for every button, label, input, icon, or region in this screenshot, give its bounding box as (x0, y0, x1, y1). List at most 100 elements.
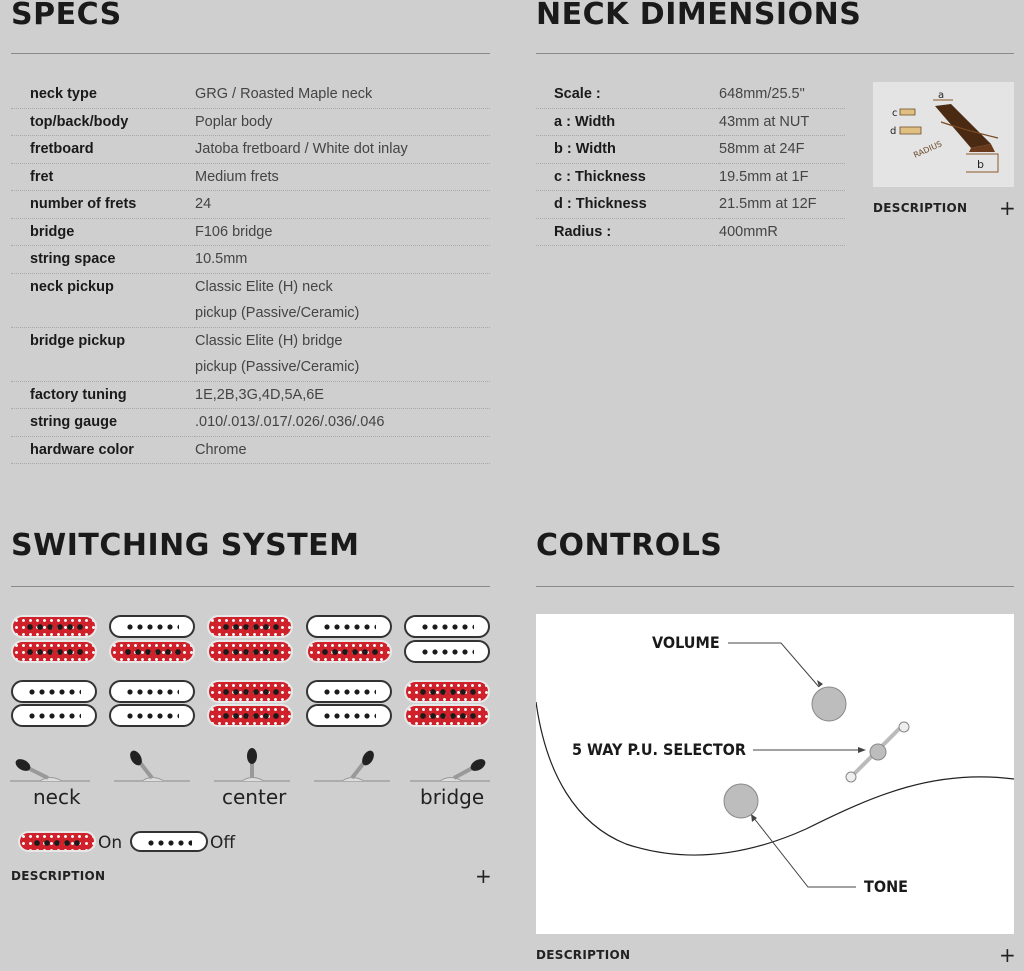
spec-value: Medium frets (195, 163, 490, 191)
volume-label: VOLUME (652, 633, 720, 652)
spec-key: bridge pickup (11, 327, 195, 382)
controls-description-label[interactable]: DESCRIPTION (536, 948, 631, 962)
tone-leader (752, 816, 856, 888)
switching-description-label[interactable]: DESCRIPTION (11, 869, 106, 883)
specs-title: SPECS (11, 0, 122, 32)
pickup-coil (207, 640, 293, 663)
legend-on-label: On (98, 833, 123, 853)
spec-value-line: Classic Elite (H) neck (195, 278, 333, 295)
neck-dimensions-title: NECK DIMENSIONS (536, 0, 862, 32)
controls-expand-icon[interactable]: + (999, 943, 1016, 967)
controls-title: CONTROLS (536, 528, 723, 563)
lever-position-3 (214, 748, 290, 782)
pickup-coil (207, 615, 293, 638)
spec-value: Chrome (195, 436, 490, 464)
neck-row: Scale :648mm/25.5" (536, 81, 845, 109)
pickup-coil (11, 615, 97, 638)
switching-expand-icon[interactable]: + (475, 864, 492, 888)
pickup-coil (404, 615, 490, 638)
pickup-coil (306, 615, 392, 638)
selector-label: 5 WAY P.U. SELECTOR (572, 740, 746, 759)
neck-expand-icon[interactable]: + (999, 196, 1016, 220)
neck-key: c : Thickness (536, 163, 719, 191)
pickup-coil (306, 640, 392, 663)
spec-key: number of frets (11, 190, 195, 219)
neck-dimensions-divider (536, 53, 1014, 54)
pickup-coil (11, 680, 97, 703)
spec-row: string gauge.010/.013/.017/.026/.036/.04… (11, 408, 490, 437)
neck-value: 19.5mm at 1F (719, 163, 845, 191)
lever-position-5 (410, 759, 490, 782)
spec-key: neck pickup (11, 273, 195, 328)
spec-value-line: pickup (Passive/Ceramic) (195, 305, 360, 321)
neck-diagram-thumbnail[interactable]: RADIUS a c d b (873, 82, 1014, 187)
radius-label: RADIUS (912, 139, 943, 159)
pickup-coil (109, 680, 195, 703)
neck-heel (969, 144, 995, 152)
switch-label-bridge: bridge (420, 785, 485, 809)
spec-value: GRG / Roasted Maple neck (195, 81, 490, 109)
spec-row: neck pickup Classic Elite (H) neck pickup… (11, 273, 490, 328)
spec-key: bridge (11, 218, 195, 246)
spec-value: 1E,2B,3G,4D,5A,6E (195, 381, 490, 409)
pickup-coil (207, 704, 293, 727)
pickup-coil (11, 640, 97, 663)
pickup-coil (404, 640, 490, 663)
spec-value: Poplar body (195, 108, 490, 136)
neck-value: 648mm/25.5" (719, 81, 845, 109)
selector-switch (845, 721, 910, 783)
label-a: a (938, 90, 944, 101)
spec-key: neck type (11, 81, 195, 109)
spec-value-line: pickup (Passive/Ceramic) (195, 359, 360, 375)
volume-arrowhead (817, 680, 823, 687)
spec-key: fret (11, 163, 195, 191)
profile-c (899, 108, 916, 116)
neck-description-label[interactable]: DESCRIPTION (873, 201, 968, 215)
neck-diagram: RADIUS a c d b (890, 90, 999, 173)
dim-b-box (966, 153, 999, 173)
label-b: b (977, 158, 984, 171)
controls-diagram (535, 642, 1015, 888)
spec-key: string space (11, 245, 195, 274)
spec-value: F106 bridge (195, 218, 490, 246)
switching-title: SWITCHING SYSTEM (11, 528, 360, 563)
pickup-coil (404, 680, 490, 703)
legend-off-swatch (130, 831, 208, 852)
pickup-coil (109, 615, 195, 638)
neck-shape (935, 104, 991, 148)
pickup-coil (404, 704, 490, 727)
pickup-coil (207, 680, 293, 703)
tone-arrowhead (751, 814, 757, 822)
lever-position-2 (114, 750, 190, 782)
neck-value: 400mmR (719, 218, 845, 246)
lever-position-4 (314, 750, 390, 782)
volume-leader (728, 642, 820, 688)
neck-key: d : Thickness (536, 190, 719, 219)
spec-key: string gauge (11, 408, 195, 437)
switch-label-neck: neck (33, 785, 81, 809)
neck-row: Radius :400mmR (536, 218, 845, 246)
spec-key: fretboard (11, 135, 195, 164)
pickup-coil (109, 640, 195, 663)
profile-d (899, 126, 922, 135)
spec-key: hardware color (11, 436, 195, 464)
pickup-coil (11, 704, 97, 727)
spec-key: factory tuning (11, 381, 195, 409)
selector-arrowhead (858, 747, 866, 753)
switch-label-center: center (222, 785, 287, 809)
neck-key: Scale : (536, 81, 719, 109)
volume-knob (811, 686, 847, 722)
spec-value: .010/.013/.017/.026/.036/.046 (195, 408, 490, 437)
